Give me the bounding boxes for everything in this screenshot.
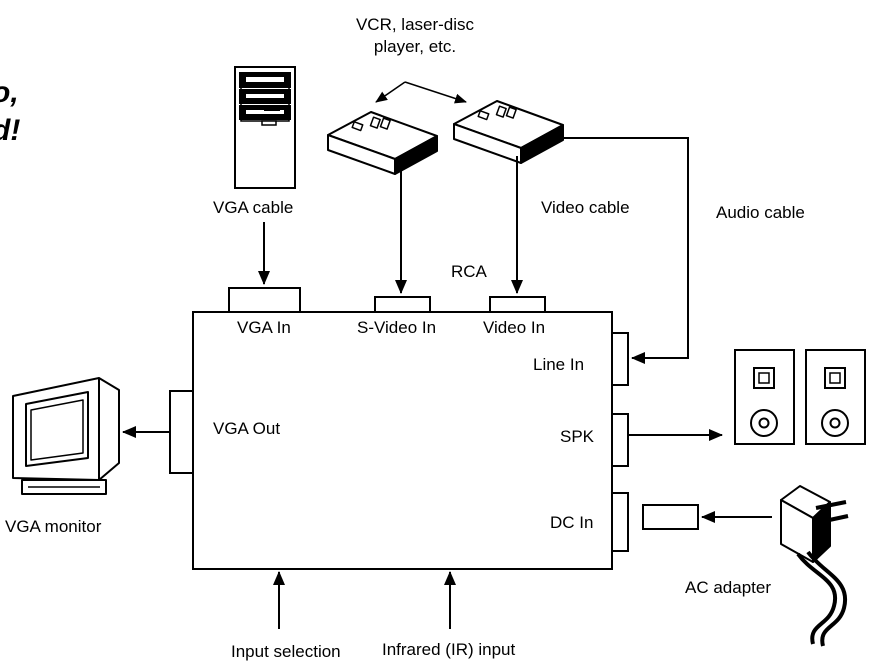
vcr-caption-line2: player, etc. <box>374 37 456 56</box>
ac-adapter-label: AC adapter <box>685 578 771 597</box>
svideo-in-port <box>374 296 431 313</box>
video-in-label: Video In <box>483 318 545 337</box>
vga-monitor-label: VGA monitor <box>5 517 102 536</box>
dc-plug <box>642 504 699 530</box>
line-in-port <box>611 332 629 386</box>
speaker-icon <box>805 349 866 445</box>
dc-in-port <box>611 492 629 552</box>
vga-out-label: VGA Out <box>213 419 280 438</box>
spk-label: SPK <box>560 427 595 446</box>
line-in-label: Line In <box>533 355 584 374</box>
ir-input-label: Infrared (IR) input <box>382 640 515 659</box>
vga-out-port <box>169 390 194 474</box>
speaker-icon <box>734 349 795 445</box>
ac-adapter-icon <box>780 485 849 647</box>
partial-heading-line2: d! <box>0 114 20 147</box>
vga-in-label: VGA In <box>237 318 291 337</box>
vcr-caption-line1: VCR, laser-disc <box>356 15 475 34</box>
spk-port <box>611 413 629 467</box>
vcr-icon <box>327 111 438 175</box>
video-cable-label: Video cable <box>541 198 630 217</box>
vcr-icon <box>453 100 564 164</box>
dc-in-label: DC In <box>550 513 593 532</box>
audio-cable-label: Audio cable <box>716 203 805 222</box>
vga-cable-label: VGA cable <box>213 198 293 217</box>
vga-in-port <box>228 287 301 313</box>
video-in-port <box>489 296 546 313</box>
computer-tower-icon <box>234 66 296 189</box>
partial-heading-line1: o, <box>0 76 19 109</box>
rca-label: RCA <box>451 262 488 281</box>
input-selection-label: Input selection <box>231 642 341 661</box>
main-unit-box <box>192 311 613 570</box>
monitor-icon <box>12 377 120 495</box>
svideo-in-label: S-Video In <box>357 318 436 337</box>
